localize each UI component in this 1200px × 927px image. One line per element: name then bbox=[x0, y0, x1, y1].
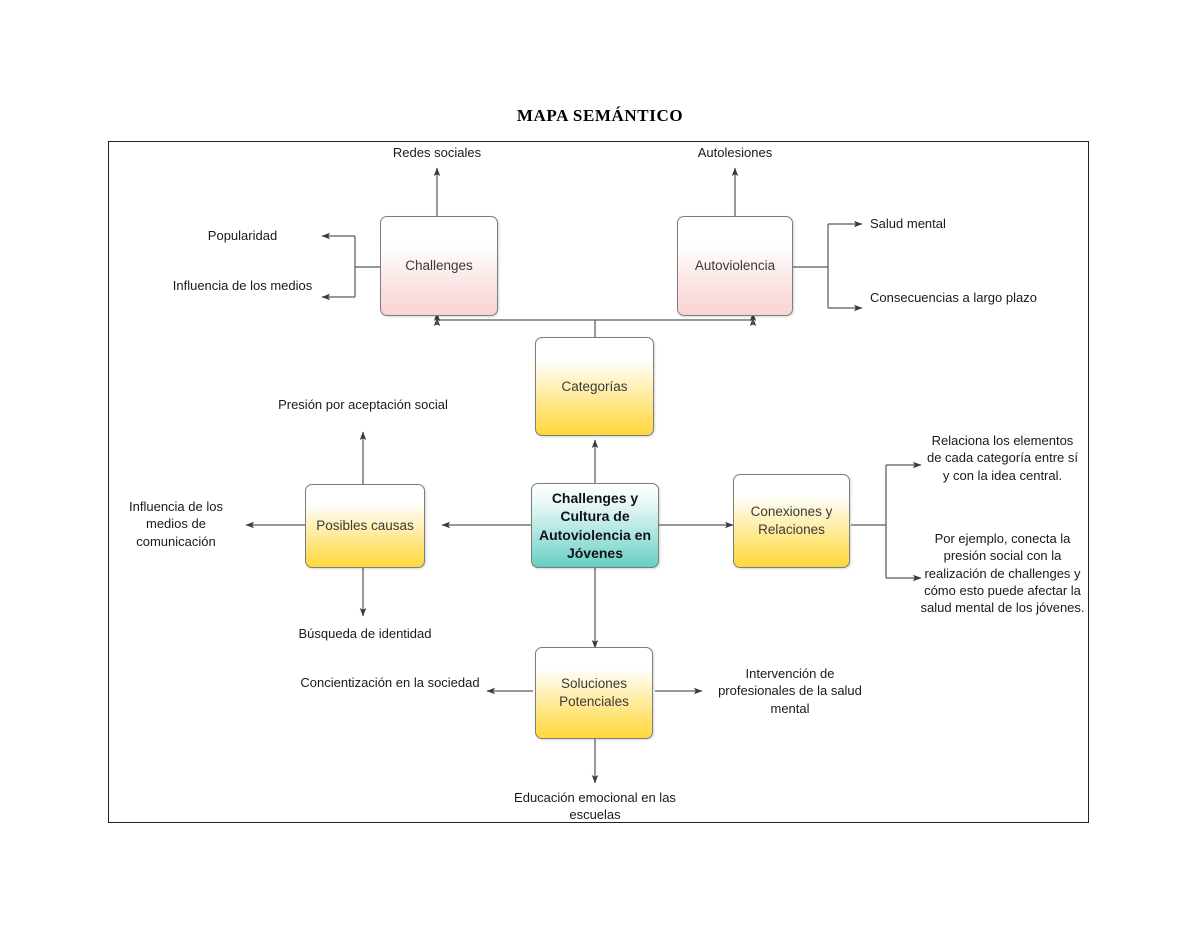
node-categorias-label: Categorías bbox=[561, 378, 628, 394]
leaf-autolesiones: Autolesiones bbox=[697, 145, 773, 160]
node-autoviolencia[interactable]: Autoviolencia bbox=[677, 216, 793, 316]
leaf-influencia-medios-comunicacion: Influencia de los medios de comunicación bbox=[129, 499, 223, 549]
page-title: MAPA SEMÁNTICO bbox=[516, 106, 684, 125]
node-soluciones-potenciales[interactable]: Soluciones Potenciales bbox=[535, 647, 653, 739]
node-central-idea[interactable]: Challenges y Cultura de Autoviolencia en… bbox=[531, 483, 659, 568]
leaf-educacion-emocional: Educación emocional en las escuelas bbox=[514, 790, 676, 823]
node-autoviolencia-label: Autoviolencia bbox=[694, 258, 776, 274]
leaf-popularidad: Popularidad bbox=[207, 228, 278, 243]
node-conexiones-relaciones-label: Conexiones y Relaciones bbox=[750, 504, 833, 537]
leaf-por-ejemplo-conecta: Por ejemplo, conecta la presión social c… bbox=[920, 531, 1085, 616]
leaf-presion-por-aceptacion-social: Presión por aceptación social bbox=[278, 397, 448, 412]
leaf-salud-mental: Salud mental bbox=[870, 216, 946, 231]
leaf-intervencion-de-profesionales: Intervención de profesionales de la salu… bbox=[718, 666, 862, 716]
node-challenges-label: Challenges bbox=[405, 258, 473, 274]
node-categorias[interactable]: Categorías bbox=[535, 337, 654, 436]
leaf-relaciona-los-elementos: Relaciona los elementos de cada categorí… bbox=[926, 433, 1079, 483]
leaf-busqueda-de-identidad: Búsqueda de identidad bbox=[298, 626, 432, 641]
leaf-influencia-de-los-medios: Influencia de los medios bbox=[172, 278, 313, 293]
leaf-concientizacion-en-la-sociedad: Concientización en la sociedad bbox=[300, 675, 480, 690]
node-central-idea-label: Challenges y Cultura de Autoviolencia en… bbox=[538, 490, 652, 561]
node-conexiones-relaciones[interactable]: Conexiones y Relaciones bbox=[733, 474, 850, 568]
node-challenges[interactable]: Challenges bbox=[380, 216, 498, 316]
leaf-redes-sociales: Redes sociales bbox=[392, 145, 482, 160]
node-posibles-causas-label: Posibles causas bbox=[316, 518, 414, 534]
node-soluciones-potenciales-label: Soluciones Potenciales bbox=[559, 676, 629, 709]
leaf-consecuencias-a-largo-plazo: Consecuencias a largo plazo bbox=[870, 290, 1037, 305]
node-posibles-causas[interactable]: Posibles causas bbox=[305, 484, 425, 568]
